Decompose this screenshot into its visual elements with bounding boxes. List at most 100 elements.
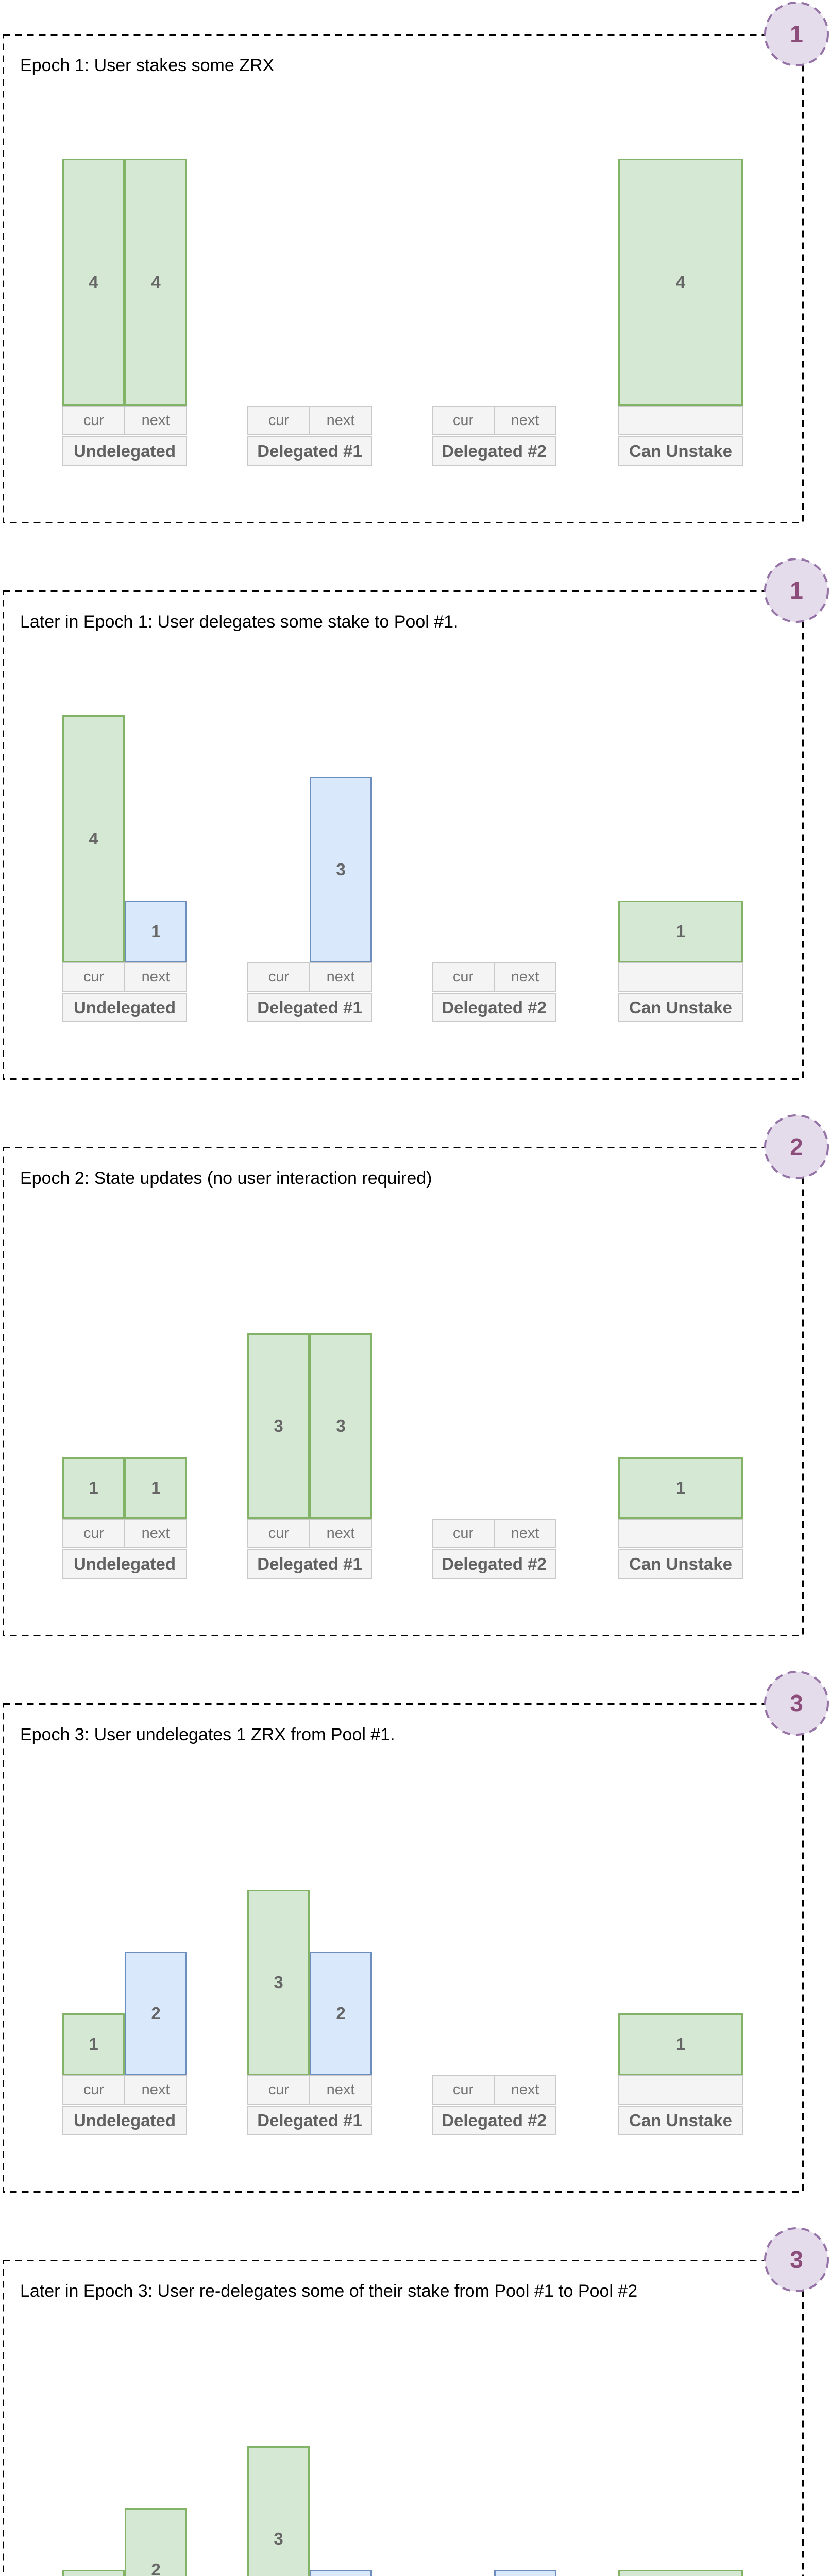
column-header-cur: cur bbox=[83, 969, 105, 985]
bar-value: 3 bbox=[274, 1416, 283, 1435]
bar-value: 1 bbox=[675, 922, 686, 941]
column-header-row: cur next bbox=[62, 962, 187, 992]
column-header-row bbox=[618, 406, 743, 435]
bar-group-delegated-1: 31curnextDelegated #1 bbox=[247, 2260, 372, 2576]
stake-bar: 4 bbox=[62, 159, 125, 406]
column-header-next: next bbox=[309, 1520, 371, 1547]
group-label: Delegated #2 bbox=[432, 993, 556, 1022]
panel-dashed-border bbox=[3, 1147, 804, 1636]
column-header-next: next bbox=[124, 2076, 186, 2104]
stake-bar: 1 bbox=[618, 1457, 743, 1519]
empty-header-cell bbox=[619, 2076, 742, 2104]
bar-value: 1 bbox=[89, 2035, 98, 2054]
stake-bar: 3 bbox=[247, 2446, 310, 2576]
badge-number: 2 bbox=[790, 1133, 803, 1160]
stake-bar: 1 bbox=[62, 2013, 125, 2075]
bar-value: 3 bbox=[274, 2529, 283, 2548]
stake-bar: 1 bbox=[494, 2570, 556, 2576]
column-header-row: cur next bbox=[247, 962, 372, 992]
bar-value: 4 bbox=[89, 273, 98, 292]
epoch-badge-circle bbox=[764, 2227, 829, 2292]
bar-value: 3 bbox=[274, 1973, 283, 1992]
panel-title: Epoch 1: User stakes some ZRX bbox=[20, 56, 275, 75]
bar-value: 1 bbox=[151, 922, 161, 941]
column-header-row bbox=[618, 1519, 743, 1548]
group-label: Can Unstake bbox=[618, 1549, 743, 1579]
panel-dashed-border bbox=[3, 34, 804, 523]
column-header-cur: cur bbox=[268, 969, 290, 985]
epoch-badge: 1 bbox=[762, 0, 830, 69]
column-header-next: next bbox=[124, 1520, 186, 1547]
stake-bar: 1 bbox=[62, 1457, 125, 1519]
column-header-next: next bbox=[124, 407, 186, 434]
stake-bar: 3 bbox=[247, 1333, 310, 1519]
stake-bar: 1 bbox=[125, 1457, 187, 1519]
column-header-next: next bbox=[494, 1520, 555, 1547]
panel-dashed-border bbox=[3, 2260, 804, 2576]
group-label: Undelegated bbox=[62, 993, 187, 1022]
epoch-panel-2: Later in Epoch 1: User delegates some st… bbox=[3, 558, 829, 1080]
stake-bar: 1 bbox=[618, 2570, 743, 2576]
epoch-badge: 3 bbox=[762, 1669, 830, 1738]
stake-bar: 1 bbox=[125, 901, 187, 962]
epoch-badge-circle bbox=[764, 2, 829, 66]
group-label: Delegated #1 bbox=[247, 993, 372, 1022]
column-header-next: next bbox=[309, 963, 371, 991]
panel-title: Epoch 2: State updates (no user interact… bbox=[20, 1168, 432, 1188]
column-header-cur: cur bbox=[452, 2081, 474, 2098]
bar-value: 1 bbox=[89, 1478, 98, 1497]
bar-value: 1 bbox=[151, 1478, 161, 1497]
column-header-cur: cur bbox=[452, 412, 474, 429]
column-header-row: cur next bbox=[62, 2075, 187, 2105]
group-label: Delegated #2 bbox=[432, 1549, 556, 1579]
column-header-cur: cur bbox=[83, 2081, 105, 2098]
stake-bar: 1 bbox=[62, 2570, 125, 2576]
stake-bar: 3 bbox=[310, 777, 372, 962]
epoch-badge-circle bbox=[764, 558, 829, 623]
column-header-cur: cur bbox=[268, 412, 290, 429]
epoch-badge: 2 bbox=[762, 1112, 830, 1181]
stake-bar: 2 bbox=[125, 1952, 187, 2075]
bar-value: 4 bbox=[89, 829, 98, 848]
group-label: Delegated #2 bbox=[432, 436, 556, 466]
stake-bar: 1 bbox=[618, 2013, 743, 2075]
column-header-row bbox=[618, 2075, 743, 2105]
column-header-cur: cur bbox=[452, 1525, 474, 1541]
group-label: Delegated #2 bbox=[432, 2106, 556, 2135]
panel-dashed-border bbox=[3, 590, 804, 1080]
bar-value: 1 bbox=[675, 1478, 686, 1497]
stake-bar: 4 bbox=[618, 159, 743, 406]
group-label: Can Unstake bbox=[618, 2106, 743, 2135]
badge-number: 3 bbox=[790, 2246, 803, 2273]
panel-title: Later in Epoch 1: User delegates some st… bbox=[20, 612, 459, 632]
epoch-badge: 3 bbox=[762, 2225, 830, 2294]
column-header-next: next bbox=[124, 963, 186, 991]
bar-value: 2 bbox=[151, 2004, 161, 2023]
stake-bar: 4 bbox=[125, 159, 187, 406]
column-header-cur: cur bbox=[452, 969, 474, 985]
badge-number: 1 bbox=[790, 577, 803, 604]
panel-title: Epoch 3: User undelegates 1 ZRX from Poo… bbox=[20, 1725, 395, 1744]
column-header-row bbox=[618, 962, 743, 992]
stake-bar: 3 bbox=[310, 1333, 372, 1519]
stake-bar: 3 bbox=[247, 1890, 310, 2075]
